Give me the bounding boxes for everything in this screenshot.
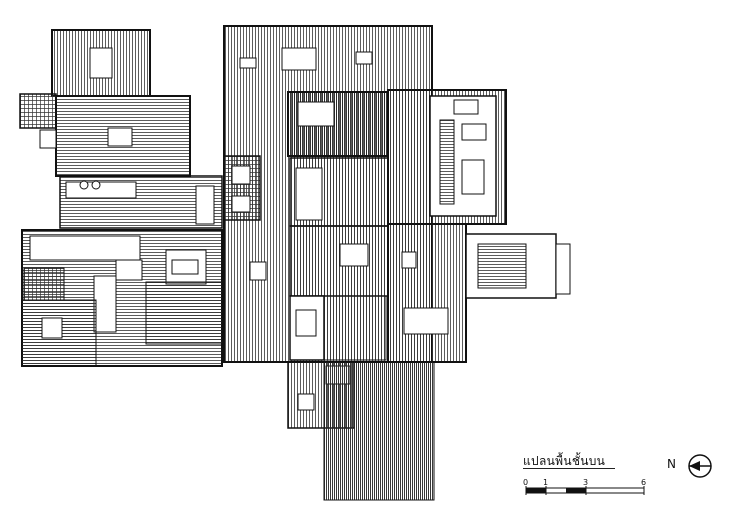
scale-label-3: 3 bbox=[583, 478, 589, 487]
scale-label-1: 1 bbox=[543, 478, 549, 487]
title-underline bbox=[523, 468, 615, 469]
room-southwest bbox=[21, 229, 223, 367]
plan-title: แปลนพื้นชั้นบน bbox=[523, 454, 606, 468]
room-northwest-upper bbox=[51, 29, 151, 97]
room-west-corridor bbox=[59, 175, 223, 229]
room-east-block bbox=[387, 89, 507, 363]
north-label: N bbox=[667, 457, 676, 471]
scale-label-6: 6 bbox=[641, 478, 647, 487]
scale-label-0: 0 bbox=[523, 478, 529, 487]
room-west-hall bbox=[19, 93, 191, 177]
scale-bar bbox=[525, 486, 645, 495]
deck-south bbox=[323, 361, 435, 501]
north-arrow-icon bbox=[688, 454, 712, 478]
stair-east bbox=[465, 233, 571, 299]
